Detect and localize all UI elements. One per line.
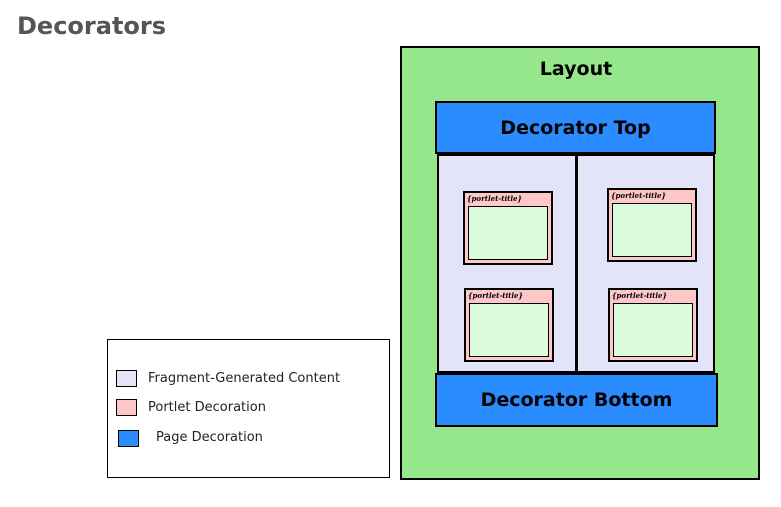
portlet-content (613, 303, 693, 357)
legend-swatch-page (118, 430, 139, 447)
portlet-title: {portlet-title} (468, 291, 523, 300)
portlet-top-right: {portlet-title} (607, 188, 697, 262)
portlet-content (612, 203, 692, 257)
portlet-content (469, 303, 549, 357)
decorator-top: Decorator Top (435, 101, 716, 154)
decorator-bottom: Decorator Bottom (435, 373, 718, 427)
layout-label: Layout (539, 58, 613, 80)
legend (107, 339, 390, 478)
portlet-top-left: {portlet-title} (463, 191, 553, 265)
legend-label-fragment: Fragment-Generated Content (148, 371, 341, 386)
portlet-bottom-right: {portlet-title} (608, 288, 698, 362)
portlet-content (468, 206, 548, 260)
decorator-top-label: Decorator Top (500, 116, 651, 139)
portlet-title: {portlet-title} (611, 191, 666, 200)
portlet-bottom-left: {portlet-title} (464, 288, 554, 362)
portlet-title: {portlet-title} (467, 194, 522, 203)
portlet-title: {portlet-title} (612, 291, 667, 300)
legend-label-portlet: Portlet Decoration (148, 400, 266, 415)
legend-swatch-fragment (116, 370, 137, 387)
legend-label-page: Page Decoration (156, 430, 263, 445)
page-title: Decorators (17, 12, 167, 40)
decorator-bottom-label: Decorator Bottom (480, 389, 673, 411)
legend-swatch-portlet (116, 399, 137, 416)
